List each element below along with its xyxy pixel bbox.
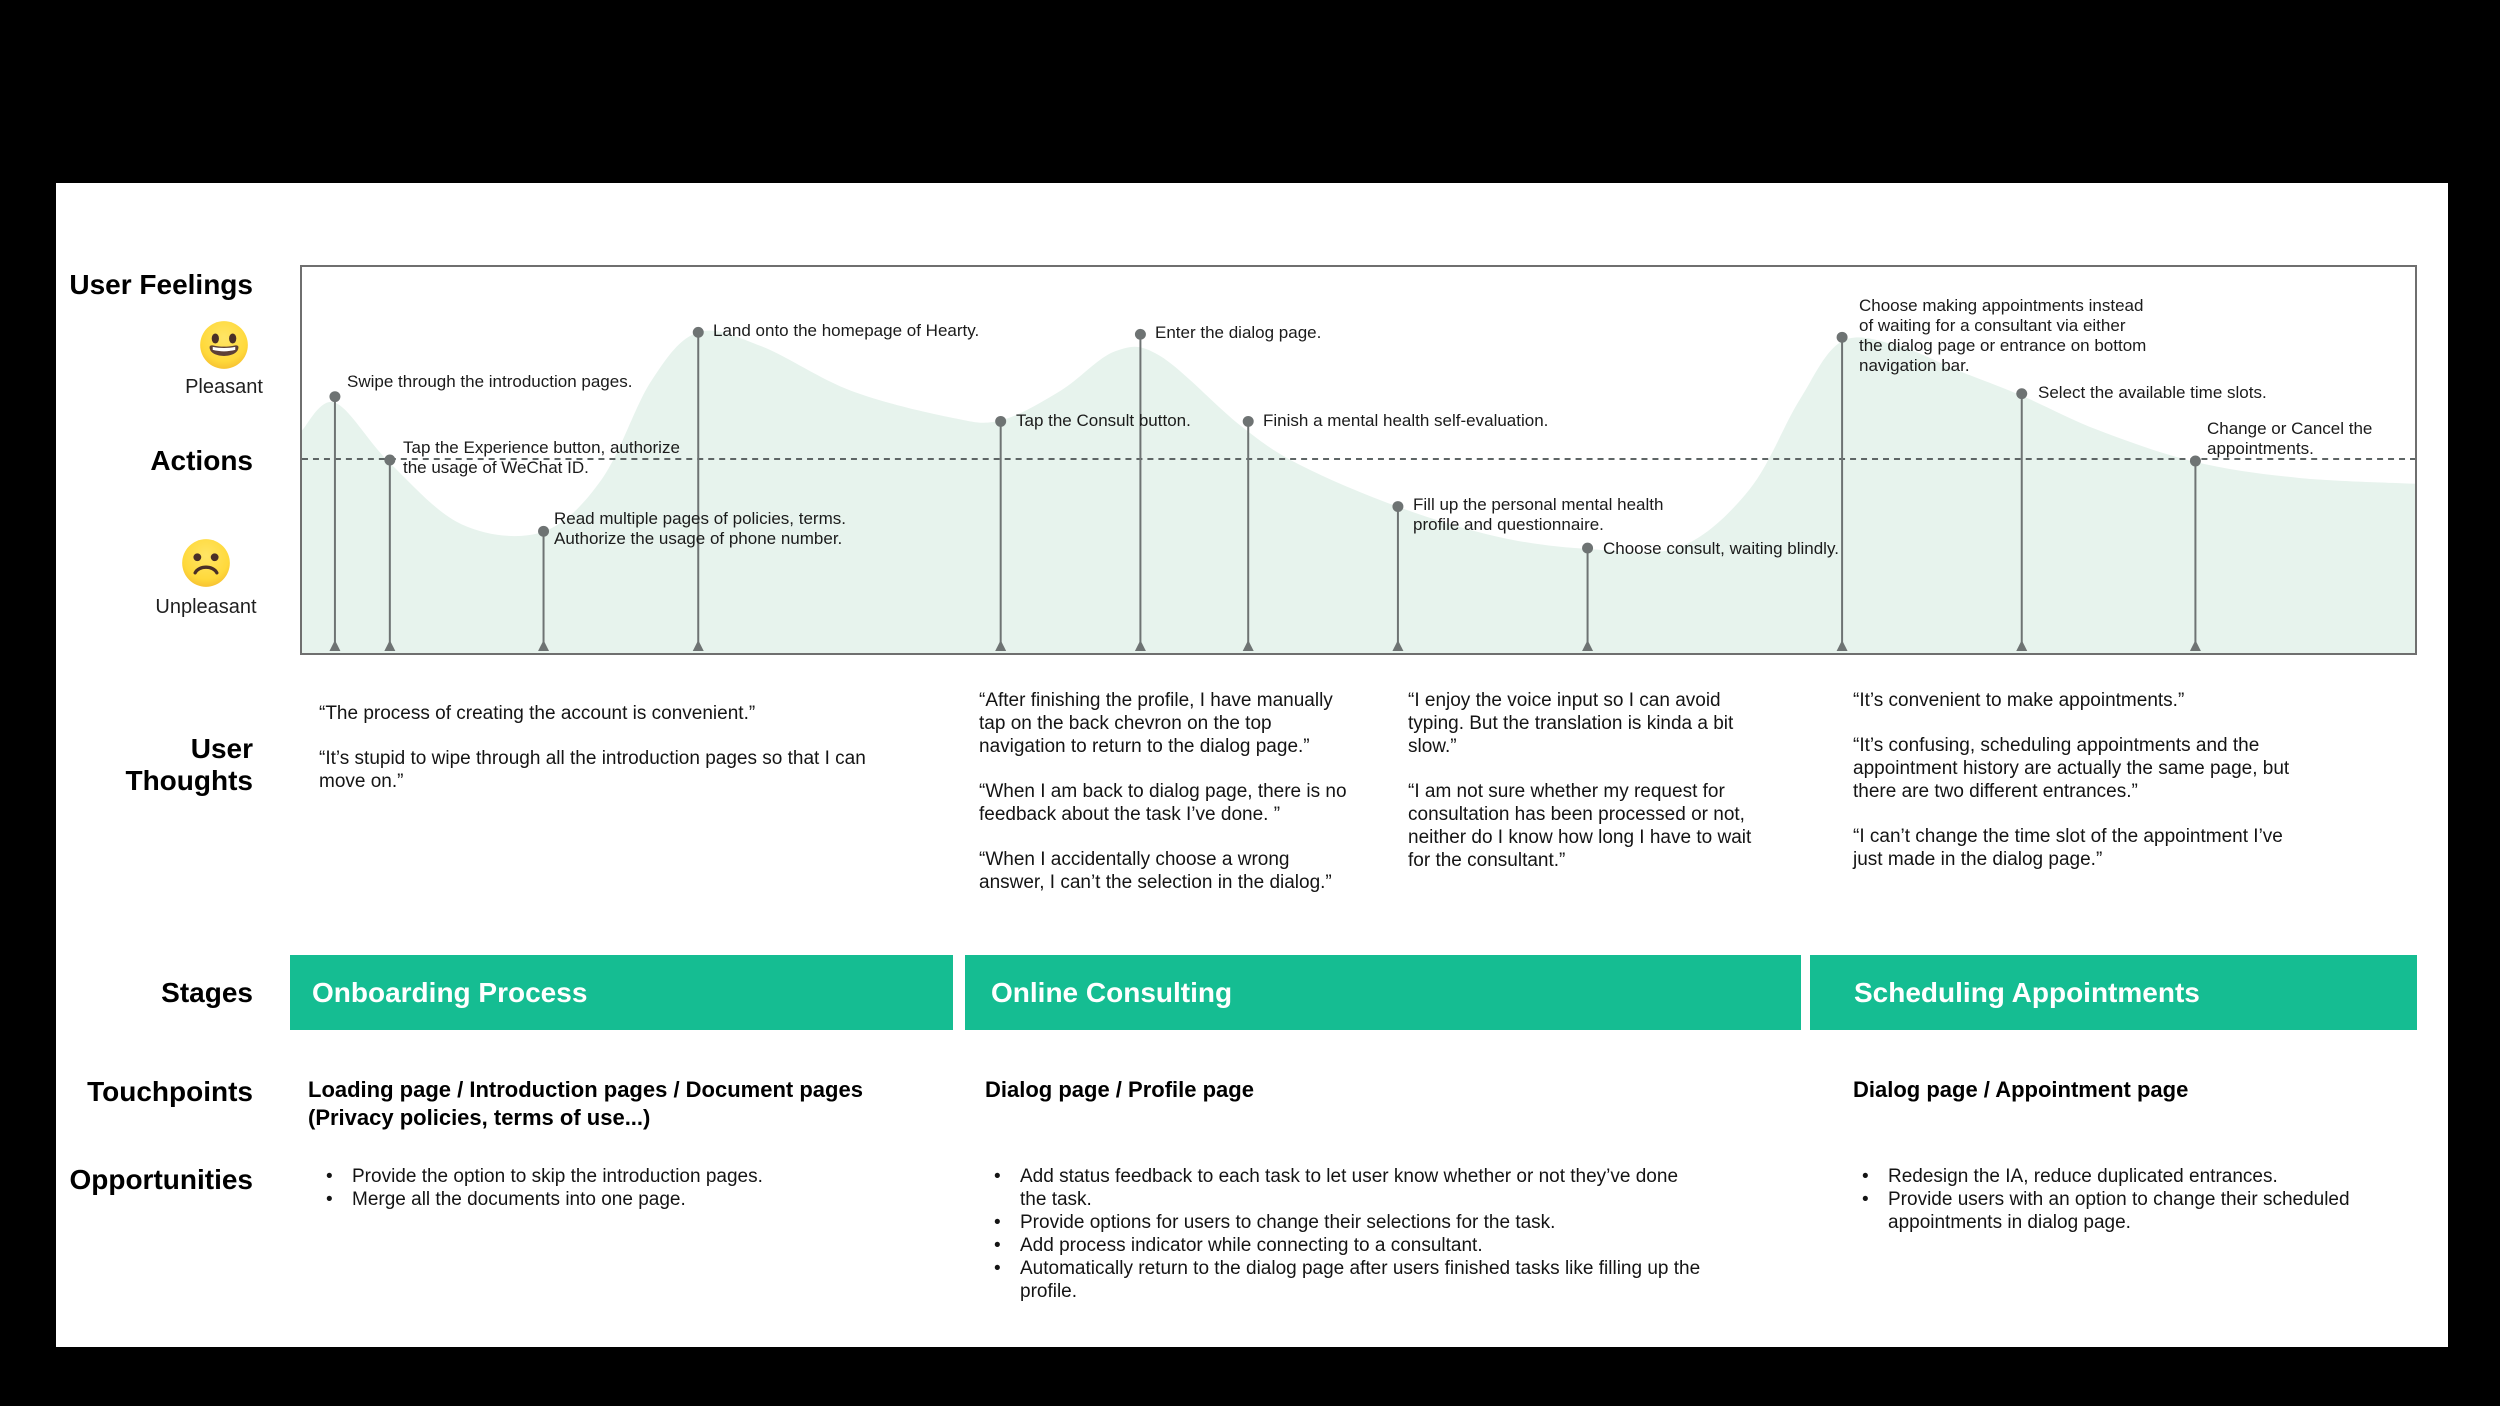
pleasant-emoji-icon [200,321,248,369]
action-point-dot [1242,415,1254,427]
stem-base-triangle [538,640,550,652]
stem-base-triangle [1134,640,1146,652]
action-point-dot [329,391,341,403]
action-point [384,454,396,652]
opportunity-column: Redesign the IA, reduce duplicated entra… [1856,1165,2436,1234]
action-point-dot [384,454,396,466]
action-point [2016,388,2028,652]
row-label-opportunities: Opportunities [69,1164,253,1195]
stem-base-triangle [692,640,704,652]
action-point-dot [538,525,550,537]
action-point [1242,415,1254,652]
stem-base-triangle [1242,640,1254,652]
stem-base-triangle [1836,640,1848,652]
action-point-dot [1134,328,1146,340]
action-label: Fill up the personal mental health profi… [1413,495,1664,534]
action-label: Finish a mental health self-evaluation. [1263,411,1549,430]
action-label: Change or Cancel the appointments. [2207,419,2373,458]
row-label-touchpoints: Touchpoints [87,1076,253,1107]
action-label: Swipe through the introduction pages. [347,372,633,391]
thought-quote: “After finishing the profile, I have man… [979,690,1333,757]
action-point [1836,331,1848,652]
row-label-user-feelings: User Feelings [69,269,253,300]
action-point-dot [1582,542,1594,554]
action-label: Tap the Experience button, authorize the… [403,438,680,477]
stage-bar: Onboarding Process [290,955,953,1030]
action-point-dot [1392,501,1404,512]
emotion-curve-svg [302,326,2415,653]
action-point [692,326,704,652]
action-point [995,415,1007,652]
thought-quote: “I am not sure whether my request for co… [1408,781,1752,871]
opportunity-item: Redesign the IA, reduce duplicated entra… [1856,1165,2436,1188]
thought-column: “The process of creating the account is … [319,702,939,815]
action-point [1134,328,1146,652]
thought-quote: “I enjoy the voice input so I can avoid … [1408,690,1734,757]
opportunity-column: Add status feedback to each task to let … [988,1165,1778,1303]
action-label: Enter the dialog page. [1155,323,1322,342]
journey-map-panel: User Feelings Actions User Thoughts Stag… [56,183,2448,1347]
action-label: Choose making appointments instead of wa… [1859,296,2147,375]
stem-base-triangle [2189,640,2201,652]
opportunity-item: Provide the option to skip the introduct… [320,1165,920,1188]
thought-column: “It’s convenient to make appointments.” “… [1853,689,2353,893]
journey-chart: Swipe through the introduction pages. Tap… [300,265,2417,655]
opportunity-item: Merge all the documents into one page. [320,1188,920,1211]
stem-base-triangle [995,640,1007,652]
opportunity-item: Add process indicator while connecting t… [988,1234,1778,1257]
action-point-dot [2016,388,2028,400]
pleasant-caption: Pleasant [185,376,263,398]
row-label-actions: Actions [150,445,253,476]
action-point [1392,501,1404,652]
stem-base-triangle [384,640,396,652]
action-label: Tap the Consult button. [1016,411,1191,430]
action-point [538,525,550,652]
row-label-user-thoughts: User Thoughts [125,733,253,796]
action-point-dot [692,326,704,338]
thought-column: “I enjoy the voice input so I can avoid … [1408,689,1788,894]
action-point [329,391,341,652]
stem-base-triangle [1392,640,1404,652]
action-label: Land onto the homepage of Hearty. [713,321,980,340]
thought-quote: “When I accidentally choose a wrong answ… [979,849,1332,893]
action-point-dot [995,415,1007,427]
action-point [1582,542,1594,652]
unpleasant-caption: Unpleasant [155,596,257,618]
stem-base-triangle [2016,640,2028,652]
opportunity-item: Provide options for users to change thei… [988,1211,1778,1234]
action-point [2189,455,2201,652]
emotion-curve-area [302,330,2415,653]
opportunity-column: Provide the option to skip the introduct… [320,1165,920,1211]
thought-column: “After finishing the profile, I have man… [979,689,1399,916]
stage-bar: Online Consulting [965,955,1801,1030]
stage-label: Onboarding Process [312,976,588,1008]
touchpoint-item: Loading page / Introduction pages / Docu… [308,1077,863,1130]
unpleasant-emoji-icon [182,539,230,587]
opportunity-item: Automatically return to the dialog page … [988,1257,1778,1303]
action-point-dot [2189,455,2201,467]
stage-bar: Scheduling Appointments [1810,955,2417,1030]
thought-quote: “When I am back to dialog page, there is… [979,781,1347,825]
stem-base-triangle [329,640,341,652]
row-label-stages: Stages [161,977,253,1008]
opportunity-item: Provide users with an option to change t… [1856,1188,2436,1234]
action-label: Select the available time slots. [2038,383,2267,402]
stage-label: Scheduling Appointments [1854,976,2200,1008]
action-label: Read multiple pages of policies, terms. … [554,509,846,548]
touchpoint-item: Dialog page / Profile page [985,1077,1254,1102]
thought-quote: “I can’t change the time slot of the app… [1853,826,2283,870]
thought-quote: “It’s confusing, scheduling appointments… [1853,735,2290,802]
opportunity-item: Add status feedback to each task to let … [988,1165,1778,1211]
thought-quote: “The process of creating the account is … [319,703,756,724]
stage-label: Online Consulting [991,976,1233,1008]
thought-quote: “It’s convenient to make appointments.” [1853,690,2185,711]
action-label: Choose consult, waiting blindly. [1603,539,1839,558]
thought-quote: “It’s stupid to wipe through all the int… [319,748,866,792]
action-point-dot [1836,331,1848,343]
touchpoint-item: Dialog page / Appointment page [1853,1077,2189,1102]
stem-base-triangle [1582,640,1594,652]
